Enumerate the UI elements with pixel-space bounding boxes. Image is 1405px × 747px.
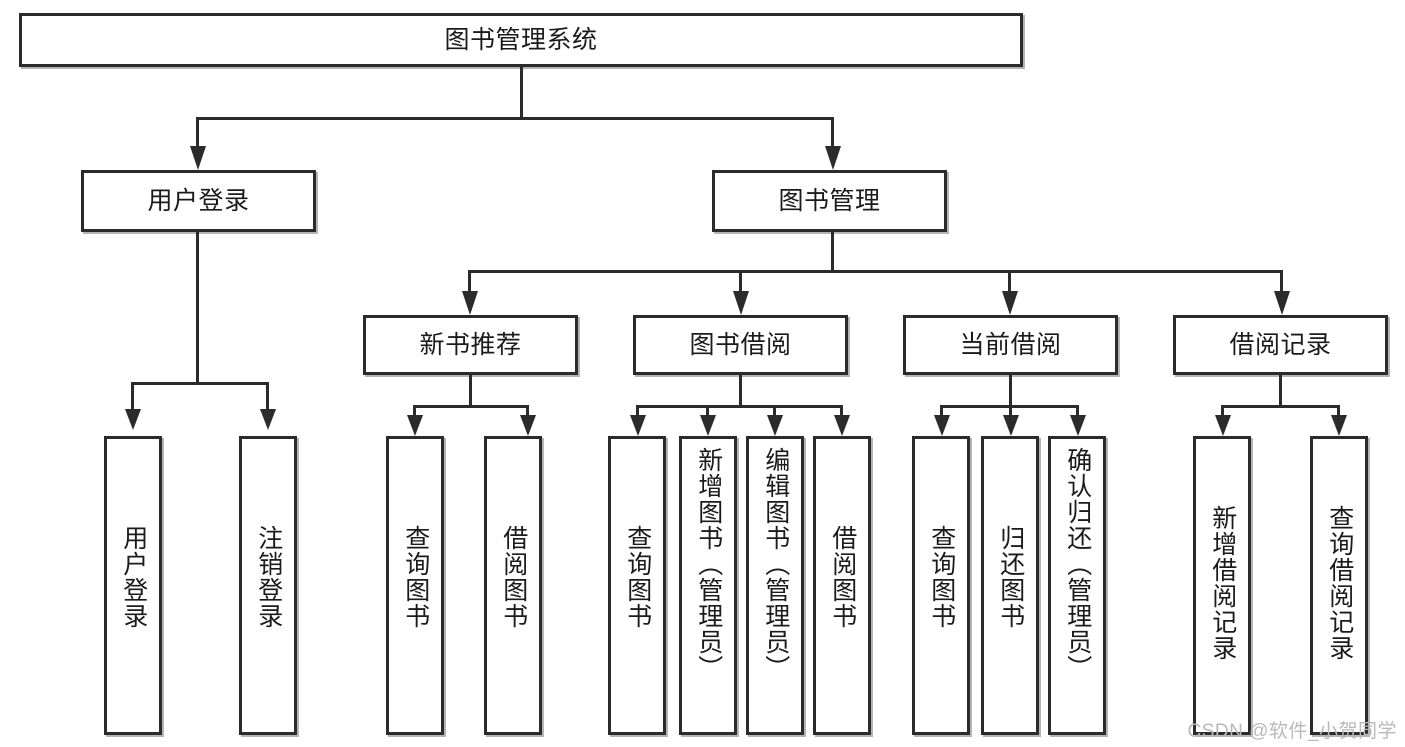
leaf-return-book[interactable]: 归还图书 — [981, 436, 1039, 735]
connector-drop-book-borrow — [739, 270, 742, 293]
leaf-label: 新增借阅记录 — [1208, 505, 1237, 661]
leaf-label: 确认归还（管理员） — [1063, 447, 1092, 681]
leaf-logout[interactable]: 注销登录 — [239, 436, 297, 735]
leaf-query-book-borrow[interactable]: 查询图书 — [608, 436, 666, 735]
leaf-add-book-admin[interactable]: 新增图书（管理员） — [679, 436, 737, 735]
leaf-borrow-book[interactable]: 借阅图书 — [813, 436, 871, 735]
connector-drop-bb-1 — [636, 405, 639, 417]
leaf-label: 新增图书（管理员） — [694, 447, 723, 681]
connector-drop-login-2 — [266, 382, 269, 409]
node-label: 图书管理系统 — [444, 25, 598, 54]
connector-root-bus — [196, 117, 834, 120]
connector-drop-current-borrow — [1008, 270, 1011, 293]
leaf-label: 编辑图书（管理员） — [761, 447, 790, 681]
connector-drop-nb-2 — [526, 405, 529, 417]
connector-book-borrow-bus — [636, 405, 842, 408]
arrowhead-br-2 — [1331, 415, 1347, 436]
connector-drop-bb-4 — [840, 405, 843, 417]
connector-drop-bb-2 — [706, 405, 709, 417]
leaf-label: 查询借阅记录 — [1325, 505, 1354, 661]
connector-drop-new-book — [468, 270, 471, 293]
leaf-query-book-recommend[interactable]: 查询图书 — [386, 436, 444, 735]
connector-new-book-bus — [413, 405, 529, 408]
arrowhead-new-book — [462, 291, 478, 315]
connector-borrow-record-stem — [1279, 375, 1282, 405]
arrowhead-bb-1 — [630, 415, 646, 436]
csdn-watermark: CSDN @软件_小贺同学 — [1187, 721, 1397, 742]
node-book-borrow[interactable]: 图书借阅 — [633, 315, 848, 375]
arrowhead-cb-2 — [1003, 415, 1019, 436]
arrowhead-bb-4 — [834, 415, 850, 436]
leaf-label: 查询图书 — [623, 525, 652, 629]
node-borrow-record[interactable]: 借阅记录 — [1173, 315, 1388, 375]
connector-drop-bb-3 — [773, 405, 776, 417]
connector-drop-cb-3 — [1076, 405, 1079, 417]
connector-current-borrow-stem — [1009, 375, 1012, 405]
connector-root-stem — [520, 67, 523, 117]
connector-drop-borrow-record — [1280, 270, 1283, 293]
arrowhead-book-management — [825, 146, 841, 170]
leaf-query-book-current[interactable]: 查询图书 — [912, 436, 970, 735]
arrowhead-bb-2 — [700, 415, 716, 436]
leaf-label: 查询图书 — [927, 525, 956, 629]
connector-drop-br-1 — [1221, 405, 1224, 417]
arrowhead-login-1 — [125, 409, 141, 430]
connector-drop-login-1 — [131, 382, 134, 409]
connector-drop-cb-2 — [1009, 405, 1012, 417]
connector-borrow-record-bus — [1221, 405, 1340, 408]
arrowhead-bb-3 — [767, 415, 783, 436]
arrowhead-nb-1 — [407, 415, 423, 436]
arrowhead-book-borrow — [733, 291, 749, 315]
leaf-confirm-return-admin[interactable]: 确认归还（管理员） — [1048, 436, 1106, 735]
leaf-edit-book-admin[interactable]: 编辑图书（管理员） — [746, 436, 804, 735]
node-label: 图书管理 — [778, 186, 881, 215]
leaf-label: 查询图书 — [401, 525, 430, 629]
arrowhead-cb-1 — [934, 415, 950, 436]
connector-user-login-stem — [196, 232, 199, 382]
connector-drop-nb-1 — [413, 405, 416, 417]
connector-new-book-stem — [469, 375, 472, 405]
arrowhead-borrow-record — [1274, 291, 1290, 315]
node-current-borrow[interactable]: 当前借阅 — [903, 315, 1118, 375]
leaf-borrow-book-recommend[interactable]: 借阅图书 — [484, 436, 542, 735]
leaf-label: 归还图书 — [996, 525, 1025, 629]
leaf-label: 注销登录 — [254, 525, 283, 629]
leaf-query-borrow-record[interactable]: 查询借阅记录 — [1310, 436, 1368, 735]
connector-drop-cb-1 — [940, 405, 943, 417]
arrowhead-nb-2 — [520, 415, 536, 436]
arrowhead-user-login — [190, 146, 206, 170]
node-book-management[interactable]: 图书管理 — [712, 170, 947, 232]
connector-user-login-bus — [131, 382, 266, 385]
arrowhead-br-1 — [1215, 415, 1231, 436]
node-label: 当前借阅 — [959, 330, 1062, 359]
node-label: 新书推荐 — [419, 330, 522, 359]
leaf-add-borrow-record[interactable]: 新增借阅记录 — [1193, 436, 1251, 735]
connector-drop-user-login — [196, 117, 199, 148]
node-label: 用户登录 — [147, 186, 250, 215]
leaf-label: 借阅图书 — [828, 525, 857, 629]
leaf-user-login[interactable]: 用户登录 — [104, 436, 162, 735]
arrowhead-current-borrow — [1002, 291, 1018, 315]
connector-book-management-stem — [831, 232, 834, 270]
arrowhead-login-2 — [260, 409, 276, 430]
arrowhead-cb-3 — [1070, 415, 1086, 436]
node-label: 借阅记录 — [1229, 330, 1332, 359]
node-book-management-system[interactable]: 图书管理系统 — [19, 13, 1023, 67]
leaf-label: 用户登录 — [119, 525, 148, 629]
connector-drop-book-management — [831, 117, 834, 148]
node-new-book-recommend[interactable]: 新书推荐 — [363, 315, 578, 375]
connector-book-borrow-stem — [739, 375, 742, 405]
leaf-label: 借阅图书 — [499, 525, 528, 629]
connector-level3-bus — [468, 270, 1283, 273]
node-user-login[interactable]: 用户登录 — [81, 170, 316, 232]
connector-drop-br-2 — [1337, 405, 1340, 417]
node-label: 图书借阅 — [689, 330, 792, 359]
